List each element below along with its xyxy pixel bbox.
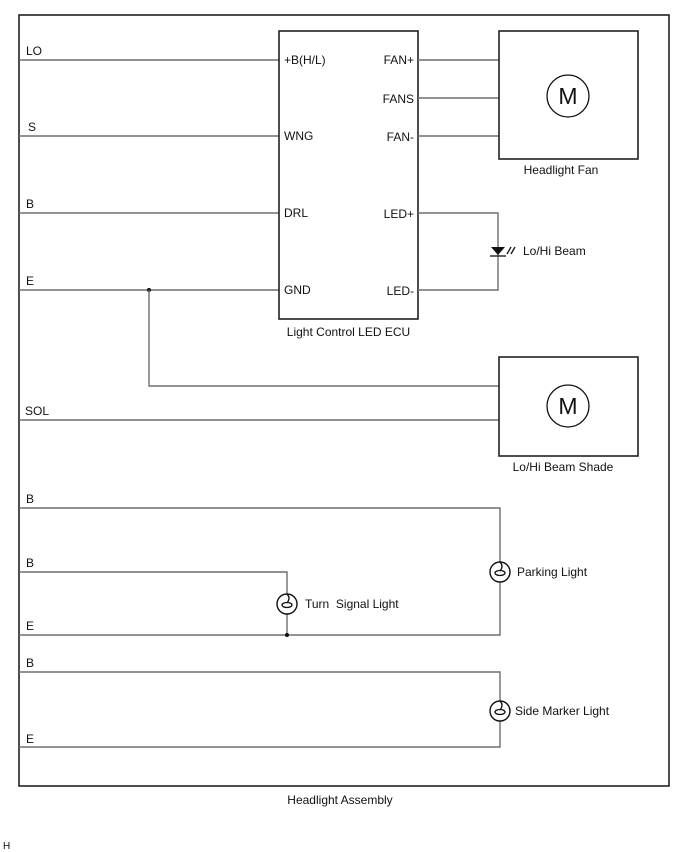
junction-dot-turn — [285, 633, 289, 637]
terminal-label-b-drl: B — [26, 197, 34, 211]
headlight-fan-label: Headlight Fan — [524, 163, 599, 177]
ecu-pin-fan-minus: FAN- — [387, 130, 414, 144]
lo-hi-beam-label: Lo/Hi Beam — [523, 244, 586, 258]
turn-signal-bulb-icon — [276, 593, 298, 615]
led-diode-icon — [490, 246, 516, 257]
ecu-pin-wng: WNG — [284, 129, 313, 143]
terminal-label-b-side-marker: B — [26, 656, 34, 670]
shade-motor-symbol: M — [558, 393, 577, 419]
light-control-led-ecu-box — [278, 30, 419, 320]
fan-motor-icon — [546, 74, 590, 118]
ecu-pin-fans: FANS — [383, 92, 414, 106]
ecu-pin-led-minus: LED- — [387, 284, 414, 298]
turn-signal-light-label: Turn Signal Light — [305, 597, 399, 611]
ecu-pin-led-plus: LED+ — [384, 207, 414, 221]
parking-light-label: Parking Light — [517, 565, 588, 579]
side-marker-light-label: Side Marker Light — [515, 704, 610, 718]
terminal-label-sol: SOL — [25, 404, 49, 418]
shade-motor-icon — [546, 384, 590, 428]
ecu-label: Light Control LED ECU — [287, 325, 410, 339]
ecu-pin-b-hl: +B(H/L) — [284, 53, 326, 67]
parking-light-bulb-icon — [489, 561, 511, 583]
headlight-assembly-label: Headlight Assembly — [287, 793, 392, 807]
side-marker-bulb-icon — [489, 700, 511, 722]
wire-side-marker-loop — [19, 671, 501, 748]
wire-turn-signal — [19, 571, 288, 635]
ecu-pin-gnd: GND — [284, 283, 311, 297]
fan-motor-symbol: M — [558, 83, 577, 109]
headlight-fan-box — [498, 30, 639, 160]
headlight-assembly-frame — [18, 14, 670, 787]
terminal-label-e-side-marker: E — [26, 732, 34, 746]
lo-hi-beam-shade-label: Lo/Hi Beam Shade — [513, 460, 614, 474]
ecu-pin-fan-plus: FAN+ — [384, 53, 414, 67]
terminal-label-b-parking: B — [26, 492, 34, 506]
terminal-label-e-turn-parking: E — [26, 619, 34, 633]
terminal-label-e-gnd: E — [26, 274, 34, 288]
ecu-pin-drl: DRL — [284, 206, 308, 220]
terminal-label-lo: LO — [26, 44, 42, 58]
lo-hi-beam-shade-box — [498, 356, 639, 457]
terminal-label-s: S — [28, 120, 36, 134]
wire-gnd-to-shade — [148, 290, 499, 387]
corner-mark: H — [3, 841, 10, 852]
wire-led-loop — [418, 212, 499, 291]
terminal-label-b-turn: B — [26, 556, 34, 570]
